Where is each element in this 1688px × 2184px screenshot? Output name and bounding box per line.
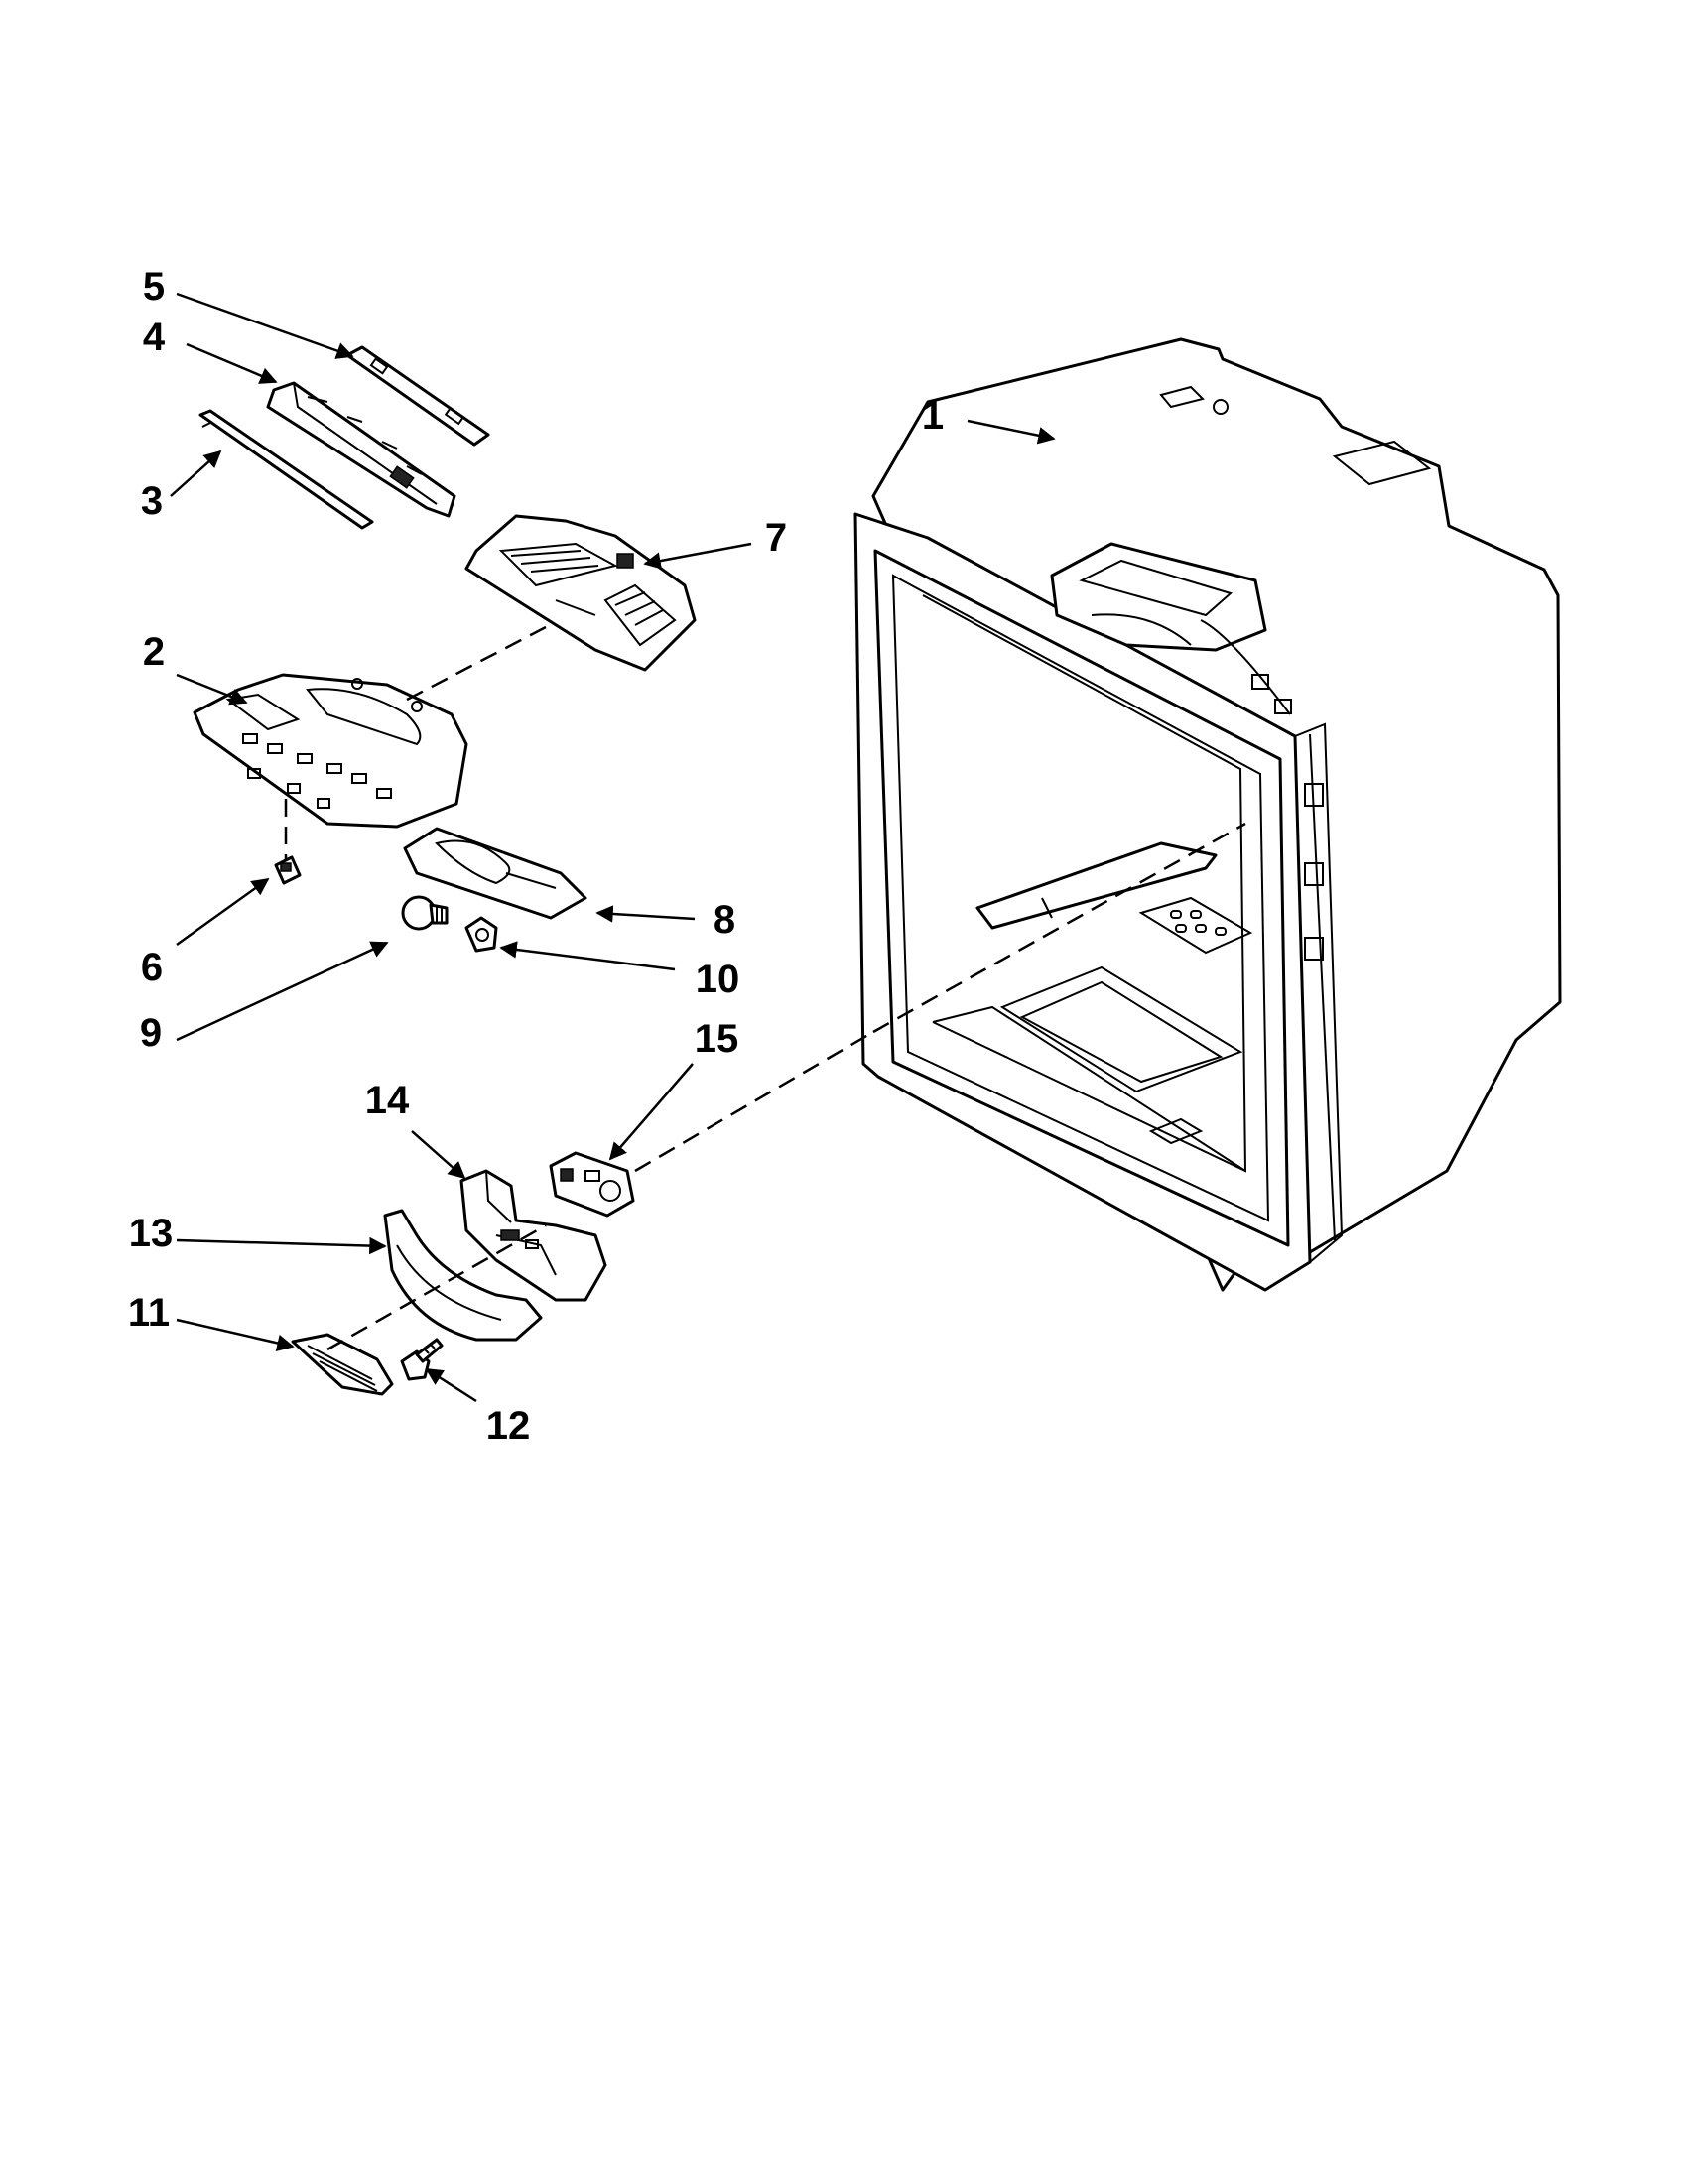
callout-6: 6 [141, 946, 163, 989]
part-5-strip [345, 345, 490, 447]
callout-14: 14 [365, 1079, 410, 1122]
part-12-screw [400, 1338, 444, 1381]
callout-labels: 1 2 3 4 5 6 7 8 9 10 11 12 13 14 15 [128, 265, 944, 1448]
part-8-lens [403, 827, 587, 920]
callout-5: 5 [143, 265, 165, 309]
part-15-control [549, 1151, 635, 1218]
part-2-light-housing [193, 673, 468, 829]
callout-15: 15 [695, 1017, 739, 1061]
part-1-liner [853, 337, 1562, 1292]
callout-8: 8 [714, 898, 735, 942]
part-10-socket [464, 916, 498, 953]
part-9-bulb [401, 895, 449, 931]
callout-2: 2 [143, 630, 165, 674]
part-4-housing [266, 381, 456, 518]
part-7-cover [464, 514, 697, 672]
callout-10: 10 [696, 958, 740, 1001]
callout-1: 1 [922, 394, 944, 438]
part-3-trim [198, 409, 374, 530]
callout-11: 11 [128, 1291, 170, 1335]
callout-12: 12 [486, 1404, 531, 1448]
assembly-lines [284, 625, 1246, 1351]
callout-13: 13 [129, 1212, 174, 1255]
callout-9: 9 [140, 1011, 162, 1055]
leader-lines [170, 292, 1056, 1403]
part-14-housing [459, 1169, 607, 1302]
part-6-switch [274, 855, 302, 885]
part-11-grille [291, 1333, 394, 1396]
callout-3: 3 [141, 479, 163, 523]
callout-7: 7 [765, 516, 787, 560]
callout-4: 4 [143, 316, 166, 359]
